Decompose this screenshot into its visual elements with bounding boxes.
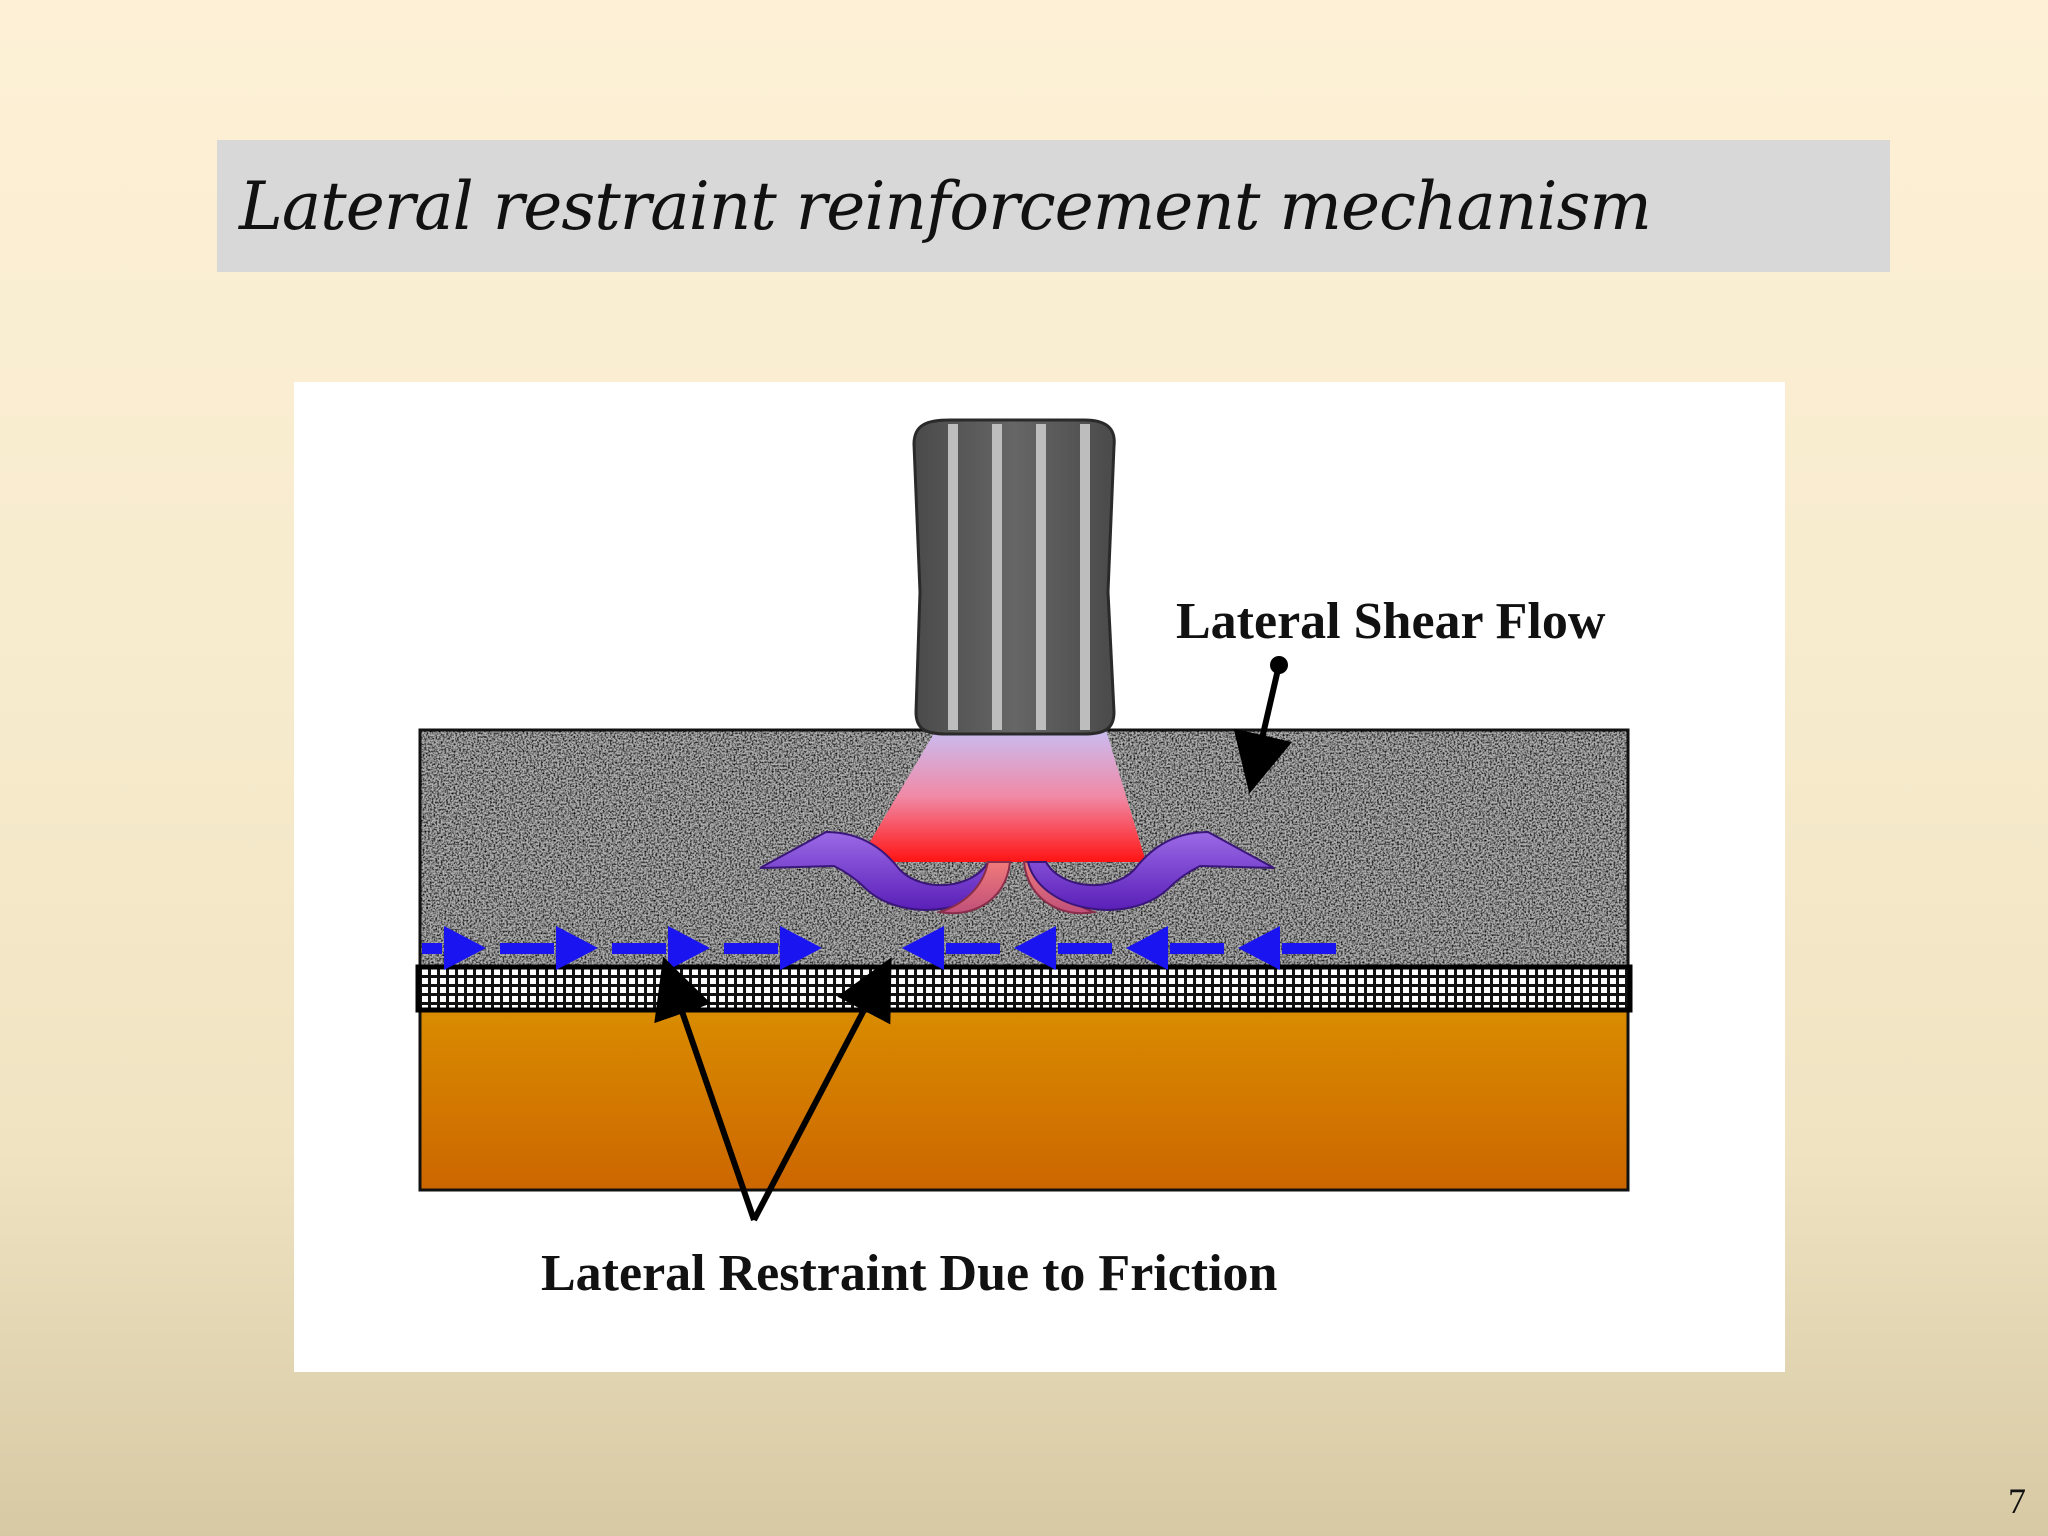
title-bar: Lateral restraint reinforcement mechanis…	[217, 140, 1890, 272]
slide-title: Lateral restraint reinforcement mechanis…	[239, 168, 1652, 245]
label-lateral-shear-flow: Lateral Shear Flow	[1176, 593, 1606, 650]
friction-arrows	[422, 926, 1336, 970]
shear-arrow-right-outer	[1026, 830, 1275, 911]
shear-arrow-left-inner	[936, 861, 1012, 915]
label-lateral-restraint: Lateral Restraint Due to Friction	[541, 1245, 1278, 1302]
subgrade-layer	[418, 1008, 1630, 1192]
friction-leaders	[654, 956, 892, 1222]
shear-flow-leader	[1233, 656, 1293, 794]
shear-flow-arrows	[759, 830, 1275, 915]
page-number: 7	[2008, 1481, 2026, 1521]
tire-icon	[912, 418, 1116, 736]
figure-panel: Lateral Shear Flow Lateral Restraint Due…	[294, 382, 1785, 1372]
reinforcement-diagram: Lateral Shear Flow Lateral Restraint Due…	[415, 418, 1633, 1302]
stress-distribution	[858, 730, 1146, 862]
shear-arrow-left-outer	[759, 830, 1008, 911]
geogrid-layer	[415, 964, 1633, 1013]
